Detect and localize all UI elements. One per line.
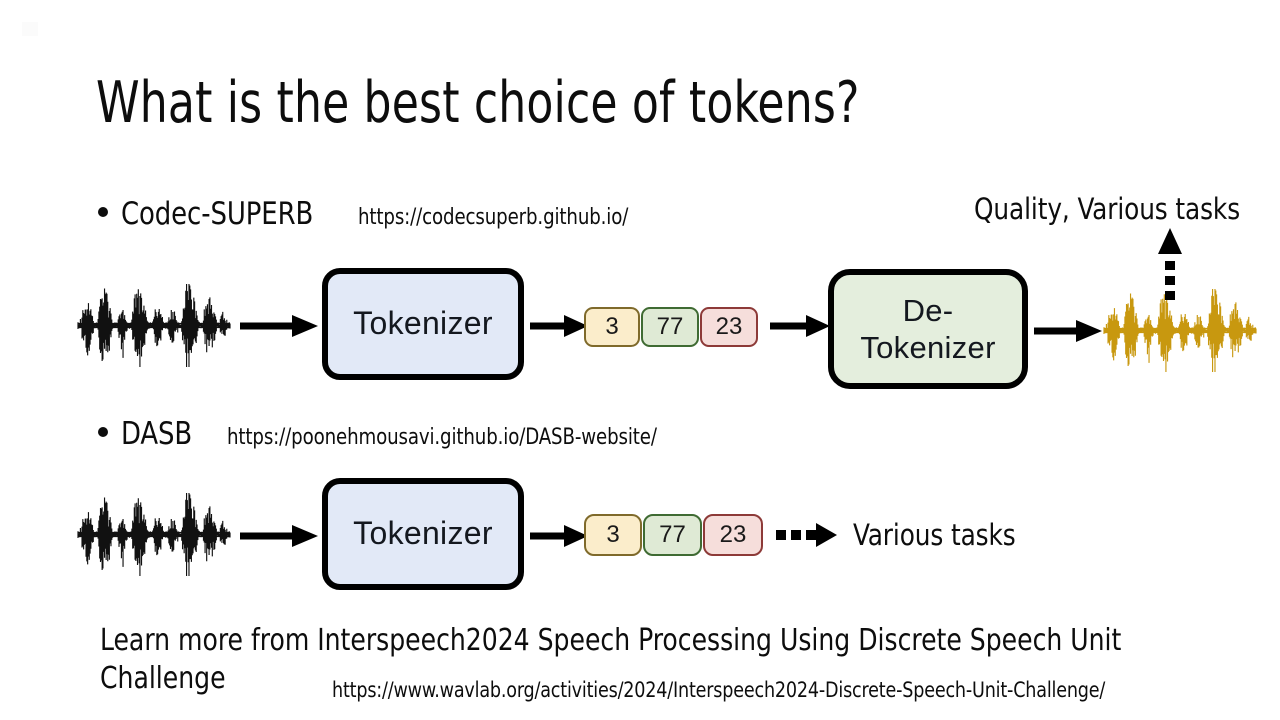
link-challenge[interactable]: https://www.wavlab.org/activities/2024/I… [332, 678, 1106, 702]
outcome-label-quality: Quality, Various tasks [974, 192, 1241, 226]
footer-text: Learn more from Interspeech2024 Speech P… [100, 623, 1122, 696]
token-chip[interactable]: 23 [703, 514, 763, 556]
audio-waveform-output-svg [1103, 289, 1257, 372]
token-chip[interactable]: 77 [643, 514, 702, 556]
tokenizer-box-bottom[interactable]: Tokenizer [322, 478, 524, 590]
arrow-detokenizer-to-output-icon [1034, 318, 1104, 349]
outcome-label-various-tasks: Various tasks [853, 518, 1016, 552]
token-value: 23 [719, 521, 747, 548]
bullet-label-codec-superb: Codec-SUPERB [121, 196, 314, 232]
page-title: What is the best choice of tokens? [96, 70, 860, 136]
link-codec-superb[interactable]: https://codecsuperb.github.io/ [357, 205, 628, 230]
bullet-dot-icon [98, 207, 108, 217]
token-value: 3 [605, 313, 619, 340]
audio-waveform-icon [74, 283, 234, 373]
tokenizer-label: Tokenizer [353, 305, 493, 342]
arrow-dashed-up-icon [1155, 228, 1185, 313]
audio-waveform-svg [77, 284, 231, 367]
footer-block: Learn more from Interspeech2024 Speech P… [100, 622, 1280, 702]
audio-waveform-icon [74, 492, 234, 582]
bullet-dot-icon [98, 427, 108, 437]
arrow-tokenizer-to-tokens-icon [530, 313, 590, 344]
arrow-tokenizer-to-tokens-icon [530, 523, 590, 554]
corner-artifact [22, 22, 38, 36]
token-chip[interactable]: 3 [584, 307, 640, 347]
token-value: 3 [606, 521, 620, 548]
tokenizer-label: Tokenizer [353, 515, 493, 552]
token-chip[interactable]: 23 [700, 307, 758, 347]
arrow-input-to-tokenizer-icon [240, 313, 320, 344]
arrow-tokens-to-detokenizer-icon [770, 313, 832, 344]
bullet-label-dasb: DASB [121, 416, 193, 452]
audio-waveform-output-icon [1100, 288, 1260, 378]
token-strip-bottom: 3 77 23 [584, 514, 764, 556]
token-value: 77 [659, 521, 686, 548]
token-value: 77 [656, 313, 684, 340]
bullet-codec-superb: Codec-SUPERB https://codecsuperb.github.… [98, 196, 651, 232]
detokenizer-label: De- Tokenizer [860, 292, 996, 365]
token-chip[interactable]: 3 [584, 514, 642, 556]
token-value: 23 [715, 313, 743, 340]
arrow-input-to-tokenizer-icon [240, 523, 320, 554]
bullet-dasb: DASB https://poonehmousavi.github.io/DAS… [98, 416, 695, 452]
arrow-dashed-right-icon [776, 522, 838, 553]
token-chip[interactable]: 77 [641, 307, 699, 347]
tokenizer-box-top[interactable]: Tokenizer [322, 268, 524, 380]
link-dasb[interactable]: https://poonehmousavi.github.io/DASB-web… [227, 425, 658, 450]
detokenizer-box[interactable]: De- Tokenizer [828, 269, 1028, 389]
audio-waveform-svg [77, 493, 231, 576]
token-strip-top: 3 77 23 [584, 307, 759, 347]
